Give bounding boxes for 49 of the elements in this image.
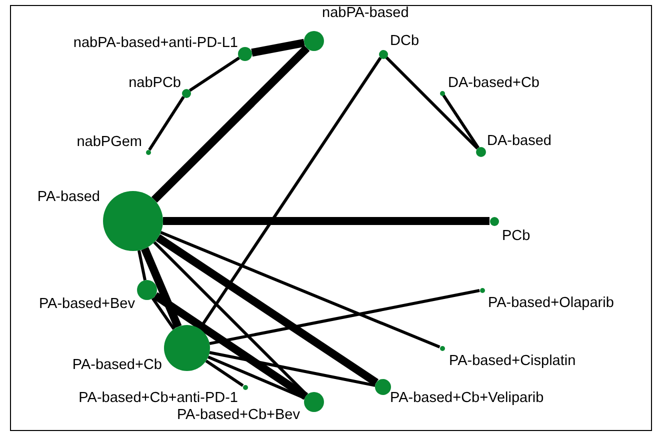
node-label: nabPA-based+anti-PD-L1 xyxy=(73,34,238,52)
node-label: nabPA-based xyxy=(322,4,409,22)
network-edge xyxy=(209,289,480,346)
node-label: PA-based+Olaparib xyxy=(488,294,614,312)
network-edge xyxy=(251,38,305,57)
network-edge xyxy=(205,360,244,387)
treatment-node xyxy=(137,280,157,300)
network-edge xyxy=(163,217,490,225)
node-label: nabPGem xyxy=(76,133,142,151)
node-label: PA-based+Cb+Bev xyxy=(176,406,300,424)
treatment-node xyxy=(375,379,391,395)
node-label: PA-based+Cb xyxy=(72,356,162,374)
node-label: PA-based+Bev xyxy=(38,295,135,313)
node-label: nabPCb xyxy=(128,74,181,92)
node-label: PA-based+Cisplatin xyxy=(449,352,576,370)
node-label: PCb xyxy=(502,227,530,245)
treatment-node xyxy=(304,392,324,412)
network-edge xyxy=(188,56,240,92)
network-edge xyxy=(153,292,308,400)
node-label: DCb xyxy=(390,32,420,50)
treatment-node xyxy=(378,50,388,58)
treatment-node xyxy=(440,90,444,96)
node-label: PA-based+Cb+anti-PD-1 xyxy=(78,389,238,407)
network-edge xyxy=(141,247,182,328)
treatment-node xyxy=(440,346,444,350)
treatment-node xyxy=(103,191,163,251)
network-edge xyxy=(156,234,379,386)
treatment-node xyxy=(164,325,210,371)
treatment-node xyxy=(146,150,150,154)
treatment-node xyxy=(304,31,324,51)
network-edge xyxy=(385,56,479,150)
network-edge xyxy=(151,297,176,330)
node-label: PA-based+Cb+Veliparib xyxy=(390,389,544,407)
network-edge xyxy=(151,45,310,203)
node-label: PA-based xyxy=(37,188,100,206)
network-edge xyxy=(160,231,440,348)
node-label: DA-based xyxy=(487,132,552,150)
treatment-node xyxy=(238,47,252,61)
treatment-node xyxy=(182,88,190,98)
network-edge xyxy=(208,356,306,400)
network-edge xyxy=(138,250,146,280)
treatment-node xyxy=(480,288,484,292)
node-label: DA-based+Cb xyxy=(448,74,540,92)
treatment-node xyxy=(476,147,486,157)
network-edge xyxy=(148,96,185,151)
treatment-node xyxy=(242,384,248,390)
treatment-node xyxy=(490,216,498,226)
network-edge xyxy=(209,351,376,387)
network-edge xyxy=(442,94,480,149)
